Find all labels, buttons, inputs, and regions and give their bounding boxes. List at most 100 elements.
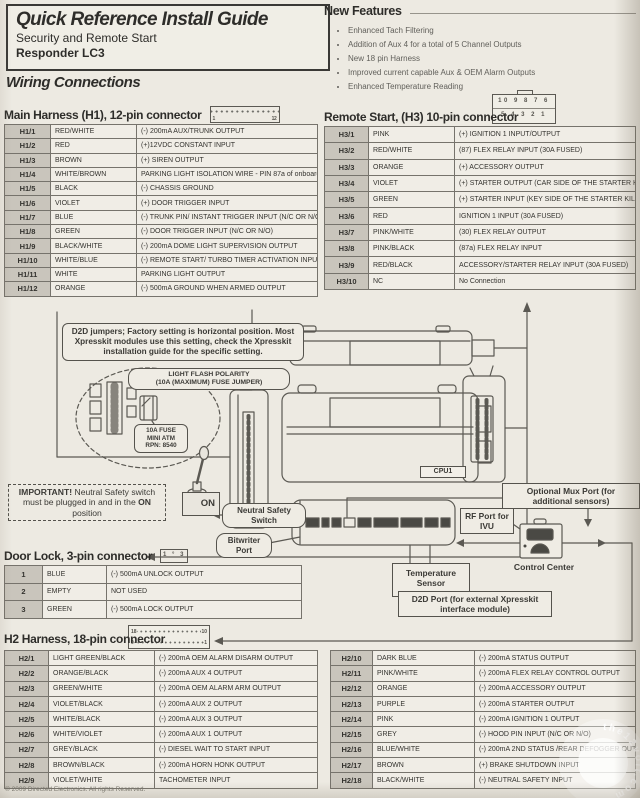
pin-cell: 1 bbox=[4, 565, 43, 584]
function-cell: NOT USED bbox=[106, 582, 302, 601]
pin-cell: H1/8 bbox=[4, 224, 51, 240]
feature-item: Enhanced Temperature Reading bbox=[348, 81, 636, 94]
wire-color-cell: WHITE/BLACK bbox=[48, 711, 155, 728]
pin-row: 5 4 3 2 1 bbox=[501, 112, 547, 118]
pin-cell: H1/2 bbox=[4, 138, 51, 154]
pin-cell: 3 bbox=[4, 600, 43, 619]
wire-color-cell: PINK bbox=[372, 711, 475, 728]
pin-cell: H3/9 bbox=[324, 256, 369, 274]
pin-row: 10 9 8 7 6 bbox=[493, 95, 555, 109]
function-cell: (-) DOOR TRIGGER INPUT (N/C OR N/O) bbox=[136, 224, 318, 240]
pin-cell: H1/10 bbox=[4, 252, 51, 268]
pin-cell: H2/17 bbox=[330, 757, 373, 774]
pin-cell: H3/1 bbox=[324, 125, 369, 144]
pin-cell: H2/15 bbox=[330, 726, 373, 743]
pin-dots bbox=[133, 637, 205, 648]
h3-title: Remote Start, (H3) 10-pin connector bbox=[324, 110, 519, 124]
pin-cell: H1/1 bbox=[4, 123, 51, 140]
function-cell: (-) DIESEL WAIT TO START INPUT bbox=[154, 741, 318, 759]
function-cell: (-) 500mA GROUND WHEN ARMED OUTPUT bbox=[136, 281, 318, 297]
wire-color-cell: BLACK bbox=[50, 181, 137, 197]
control-center-device bbox=[456, 518, 606, 559]
wire-color-cell: WHITE/BLUE bbox=[50, 252, 137, 268]
copyright-text: © 2009 Directed Electronics. All rights … bbox=[5, 786, 146, 793]
function-cell: (+)12VDC CONSTANT INPUT bbox=[136, 138, 318, 154]
light-flash-polarity-callout: LIGHT FLASH POLARITY (10A (MAXIMUM) FUSE… bbox=[128, 368, 290, 391]
pin-cell: H3/8 bbox=[324, 240, 369, 258]
wire-color-cell: BLACK/WHITE bbox=[372, 772, 475, 789]
function-cell: (87a) FLEX RELAY INPUT bbox=[454, 240, 636, 258]
function-cell: (30) FLEX RELAY OUTPUT bbox=[454, 223, 636, 242]
wire-color-cell: ORANGE bbox=[372, 680, 475, 697]
wire-color-cell: LIGHT GREEN/BLACK bbox=[48, 649, 155, 667]
function-cell: (-) 200mA AUX 4 OUTPUT bbox=[154, 665, 318, 682]
wire-color-cell: RED bbox=[50, 138, 137, 154]
guide-title: Quick Reference Install Guide bbox=[16, 9, 268, 30]
new-features-title: New Features bbox=[324, 4, 636, 18]
wire-color-cell: WHITE bbox=[50, 266, 137, 283]
important-text: Neutral Safety switch must be plugged in… bbox=[22, 487, 156, 508]
wire-color-cell: GREEN/WHITE bbox=[48, 680, 155, 697]
function-cell: (-) HOOD PIN INPUT (N/C OR N/O) bbox=[474, 726, 636, 743]
wire-color-cell: PINK/WHITE bbox=[372, 665, 475, 682]
pin-cell: H1/11 bbox=[4, 266, 51, 283]
pin-number: 1 bbox=[204, 639, 207, 646]
important-bold: IMPORTANT! bbox=[18, 487, 73, 497]
wire-color-cell: VIOLET/BLACK bbox=[48, 695, 155, 713]
pin-cell: H1/12 bbox=[4, 281, 51, 297]
h1-connector-icon: 1 12 bbox=[209, 106, 280, 123]
wire-color-cell: BROWN bbox=[50, 152, 137, 168]
fuse-line1: 10A FUSE bbox=[146, 427, 176, 434]
door-lock-title: Door Lock, 3-pin connector bbox=[4, 549, 153, 563]
h3-heading: Remote Start, (H3) 10-pin connector bbox=[324, 110, 519, 124]
pin-number: 18 bbox=[131, 628, 137, 635]
function-cell: (+) STARTER OUTPUT (CAR SIDE OF THE STAR… bbox=[454, 174, 636, 193]
function-cell: (-) REMOTE START/ TURBO TIMER ACTIVATION… bbox=[136, 252, 318, 268]
bottom-module bbox=[291, 499, 456, 546]
pin-number: 12 bbox=[271, 116, 277, 122]
function-cell: (+) IGNITION 1 INPUT/OUTPUT bbox=[454, 125, 636, 144]
pin-number: 10 bbox=[201, 628, 207, 635]
pin-cell: H2/1 bbox=[4, 649, 49, 667]
function-cell: PARKING LIGHT OUTPUT bbox=[136, 266, 318, 283]
guide-header: Quick Reference Install Guide Security a… bbox=[6, 4, 330, 71]
wire-color-cell: GREEN bbox=[42, 600, 107, 619]
wire-color-cell: DARK BLUE bbox=[372, 649, 475, 667]
on-switch-label: ON bbox=[182, 492, 220, 516]
pin-cell: H1/7 bbox=[4, 209, 51, 226]
wire-color-cell: ORANGE/BLACK bbox=[48, 665, 155, 682]
h2-title: H2 Harness, 18-pin connector bbox=[4, 632, 165, 646]
pin-cell: H1/9 bbox=[4, 238, 51, 254]
function-cell: (-) NEUTRAL SAFETY INPUT bbox=[474, 772, 636, 789]
function-cell: TACHOMETER INPUT bbox=[154, 772, 318, 789]
wire-color-cell: RED/WHITE bbox=[50, 123, 137, 140]
pin-number: 1 bbox=[212, 116, 216, 122]
function-cell: (+) STARTER INPUT (KEY SIDE OF THE START… bbox=[454, 191, 636, 209]
wire-color-cell: PINK/BLACK bbox=[368, 240, 455, 258]
new-features-title-text: New Features bbox=[324, 4, 402, 18]
neutral-safety-switch-label: Neutral Safety Switch bbox=[222, 503, 306, 529]
